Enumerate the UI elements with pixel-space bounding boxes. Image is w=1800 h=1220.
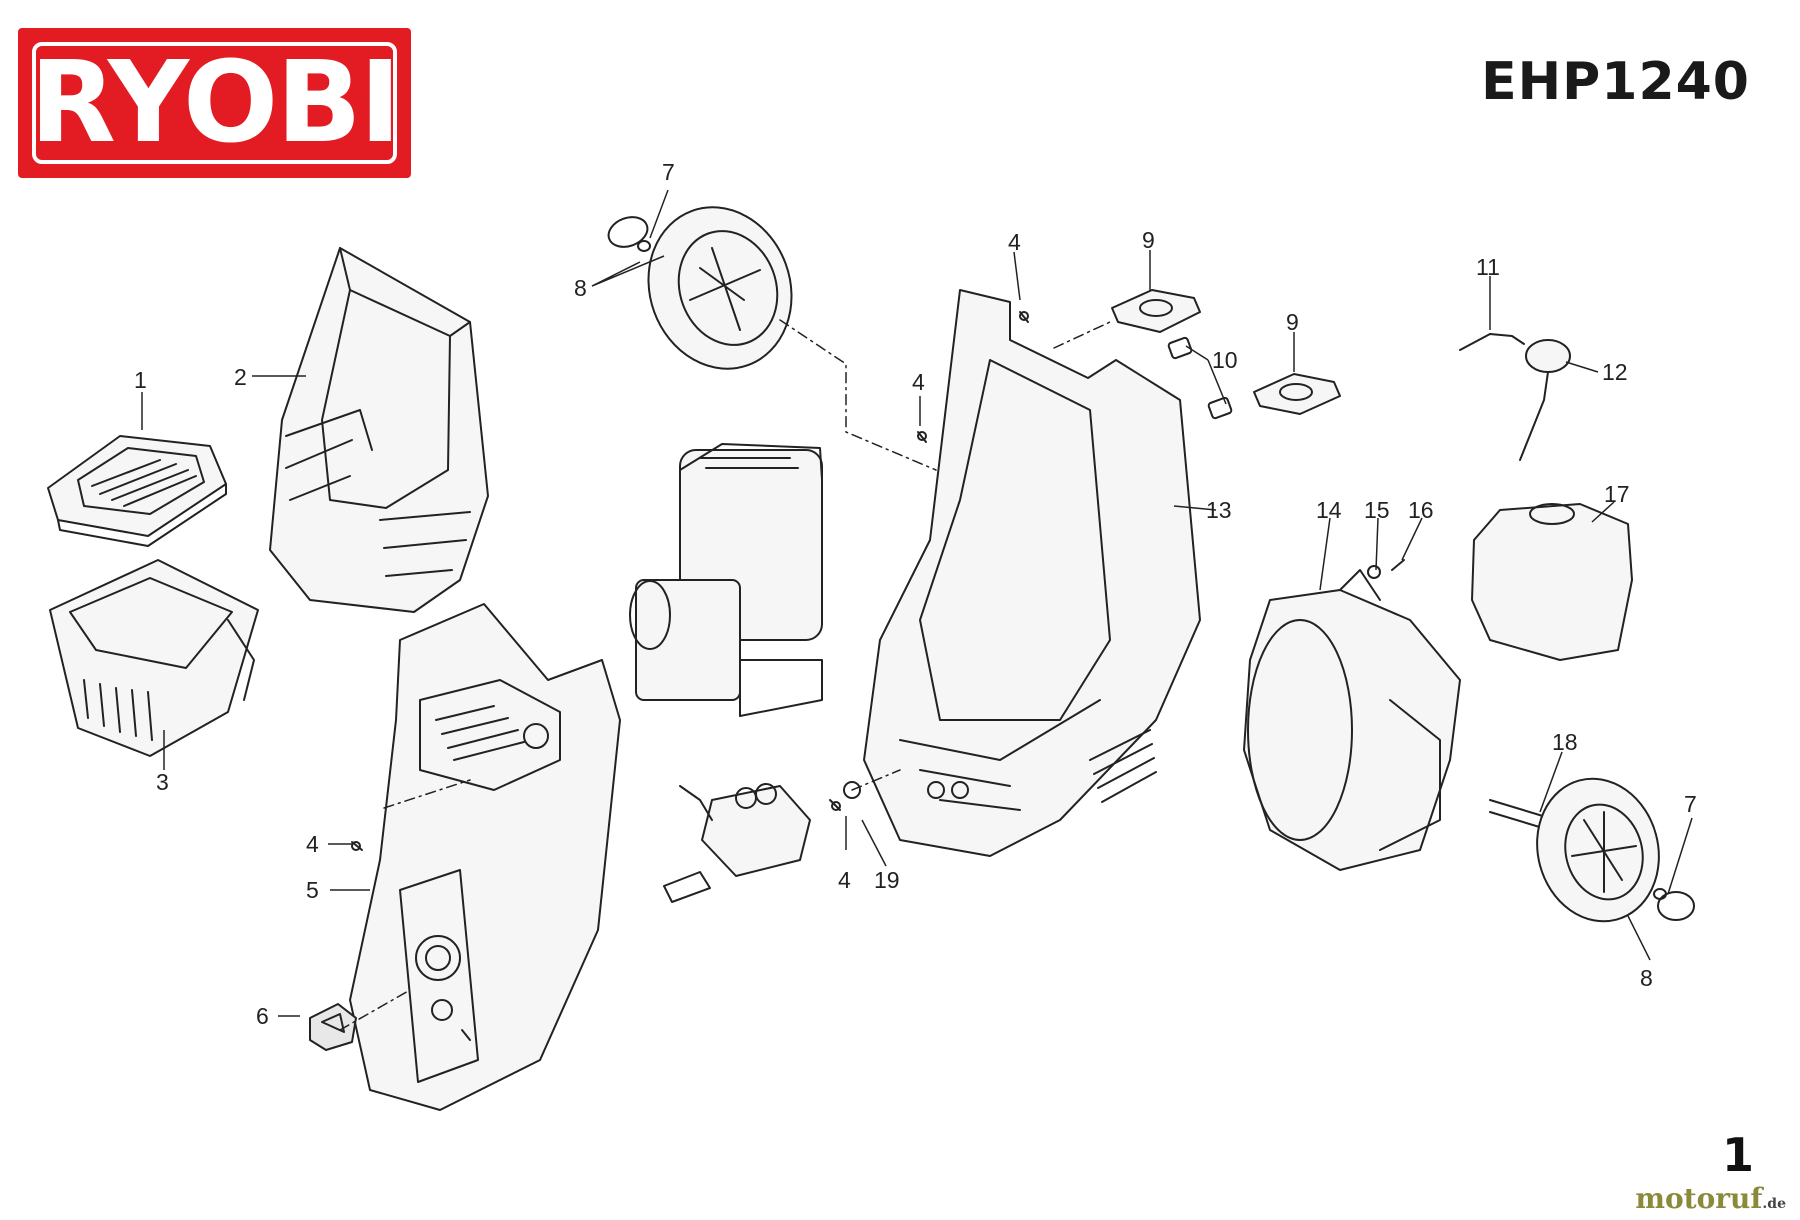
callout-1: 1 bbox=[134, 367, 147, 393]
part-bracket-9a bbox=[1111, 289, 1201, 333]
callout-12: 12 bbox=[1602, 359, 1628, 385]
part-motor bbox=[629, 443, 823, 717]
callout-4: 4 bbox=[838, 867, 851, 893]
page-number: 1 bbox=[1721, 1128, 1754, 1182]
callout-8: 8 bbox=[1640, 965, 1653, 991]
callout-15: 15 bbox=[1364, 497, 1390, 523]
part-tank bbox=[1471, 503, 1633, 661]
part-main-body bbox=[863, 289, 1201, 857]
part-axle-wheel-lower bbox=[1489, 777, 1695, 923]
part-grille-cover bbox=[47, 435, 227, 547]
callout-3: 3 bbox=[156, 769, 169, 795]
callout-9: 9 bbox=[1142, 227, 1155, 253]
logo-text: RYOBI bbox=[29, 38, 401, 168]
callout-7: 7 bbox=[662, 159, 675, 185]
callout-4: 4 bbox=[1008, 229, 1021, 255]
callout-10: 10 bbox=[1212, 347, 1238, 373]
callout-7: 7 bbox=[1684, 791, 1697, 817]
callout-9: 9 bbox=[1286, 309, 1299, 335]
callout-labels: 1 2 3 4 5 6 7 8 4 4 19 4 9 9 10 13 11 12… bbox=[134, 159, 1697, 1029]
logo-border bbox=[32, 42, 397, 164]
part-pump-valve bbox=[663, 783, 811, 903]
part-knob bbox=[309, 1003, 357, 1051]
part-handle-panel bbox=[269, 247, 489, 613]
leader-lines bbox=[141, 189, 1693, 1017]
part-fitting-10 bbox=[1167, 336, 1233, 420]
callout-2: 2 bbox=[234, 364, 247, 390]
part-chassis bbox=[1243, 569, 1461, 871]
callout-4: 4 bbox=[912, 369, 925, 395]
screws bbox=[351, 311, 1405, 851]
watermark-domain: .de bbox=[1762, 1196, 1786, 1212]
watermark-name: motoruf bbox=[1635, 1182, 1763, 1215]
part-front-housing bbox=[349, 603, 621, 1111]
ryobi-logo: RYOBI bbox=[18, 28, 411, 178]
part-bracket-9b bbox=[1253, 373, 1341, 415]
callout-4: 4 bbox=[306, 831, 319, 857]
part-wheel-upper bbox=[607, 206, 793, 370]
part-storage-bin bbox=[49, 559, 259, 757]
callout-14: 14 bbox=[1316, 497, 1342, 523]
callout-19: 19 bbox=[874, 867, 900, 893]
callout-11: 11 bbox=[1476, 254, 1500, 280]
callout-8: 8 bbox=[574, 275, 587, 301]
callout-6: 6 bbox=[256, 1003, 269, 1029]
callout-13: 13 bbox=[1206, 497, 1232, 523]
callout-5: 5 bbox=[306, 877, 319, 903]
callout-16: 16 bbox=[1408, 497, 1434, 523]
watermark: motoruf.de bbox=[1635, 1182, 1786, 1215]
part-hose-cap bbox=[1459, 333, 1571, 461]
assembly-lines bbox=[339, 319, 1111, 1031]
model-number: EHP1240 bbox=[1481, 52, 1750, 112]
callout-18: 18 bbox=[1552, 729, 1578, 755]
callout-17: 17 bbox=[1604, 481, 1630, 507]
